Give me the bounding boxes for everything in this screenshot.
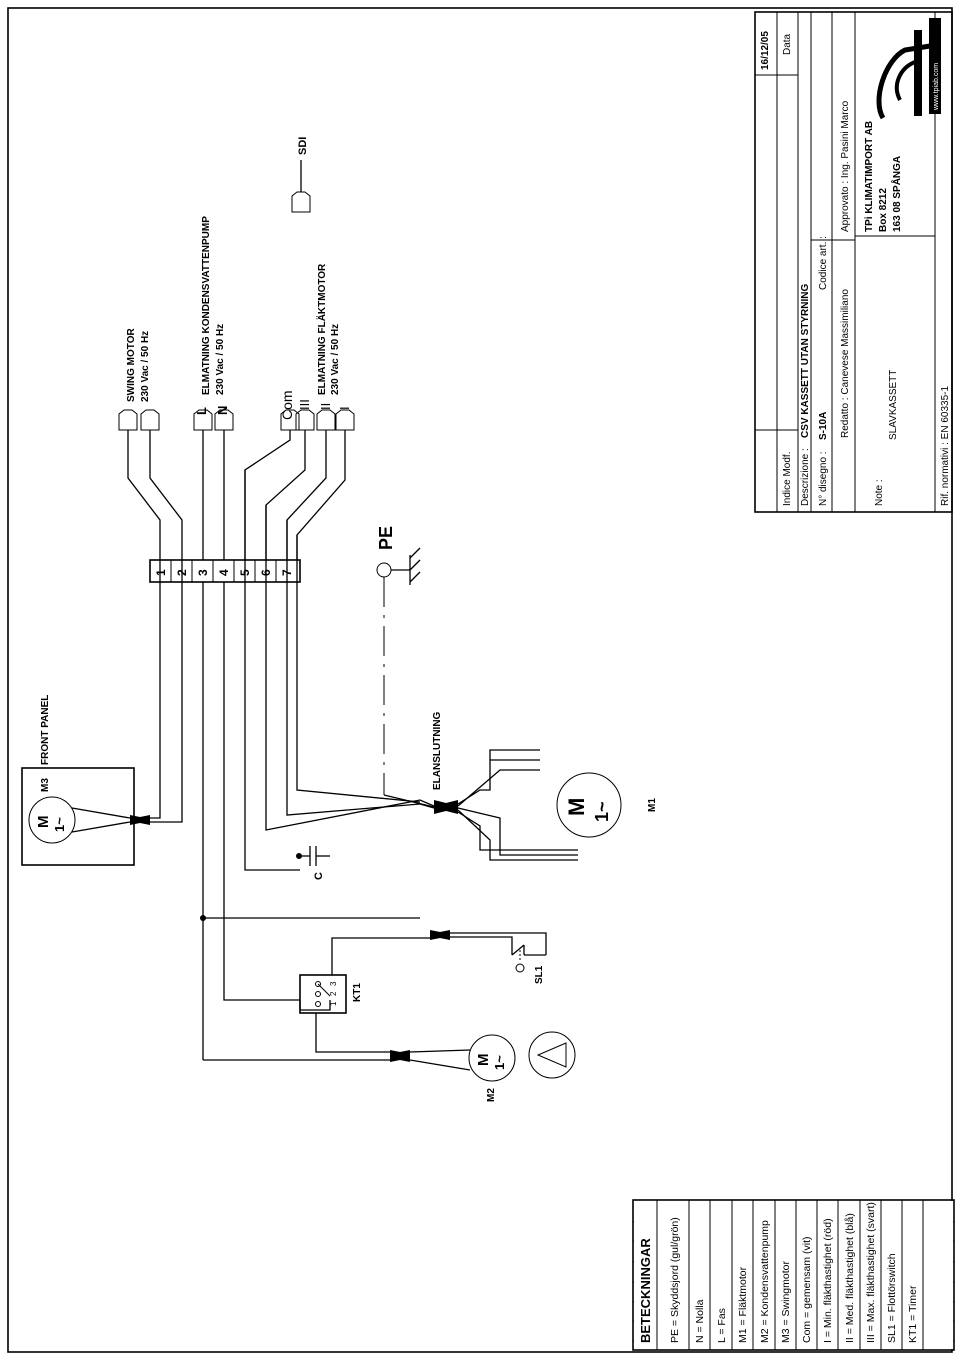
pe-label: PE	[376, 526, 396, 550]
m2-label: M2	[486, 1088, 497, 1102]
m1-motor-tilde: 1~	[592, 801, 612, 822]
legend-item: M3 = Swingmotor	[780, 1261, 792, 1343]
swing-motor-label: SWING MOTOR	[126, 328, 137, 402]
conductor-I: I	[337, 406, 352, 410]
kt1-timer: 1 2 3 KT1	[299, 974, 363, 1014]
legend-item: I = Min. fläkthastighet (röd)	[822, 1218, 834, 1343]
tb-descrizione-label: Descrizione :	[800, 448, 811, 506]
top-connectors	[118, 160, 355, 431]
capacitor-c: C	[296, 846, 330, 880]
tb-redatto: Redatto : Canevese Massimiliano	[840, 289, 851, 438]
terminal-number: 2	[175, 569, 189, 576]
conductor-L: L	[194, 407, 209, 415]
title-block: 16/12/05 Data Indice Modf. Descrizione :…	[754, 11, 953, 513]
tb-indice-label: Indice Modf.	[782, 452, 793, 506]
m1-connector	[244, 470, 578, 871]
tpi-logo: www.tpiab.com	[876, 18, 941, 120]
tb-disegno: S-10A	[818, 412, 829, 440]
terminal-block: 1 2 3 4 5 6 7	[149, 559, 301, 583]
kt1-terminal: 3	[329, 981, 338, 986]
tb-note: SLAVKASSETT	[888, 370, 899, 440]
legend-item: Com = gemensam (vit)	[801, 1237, 813, 1344]
legend-item: III = Max. fläkthastighet (svart)	[865, 1202, 877, 1343]
tb-company-box: Box 8212	[878, 188, 889, 232]
m3-motor-symbol	[28, 796, 76, 844]
conductor-N: N	[215, 406, 230, 415]
m1-motor-symbol	[556, 772, 622, 838]
tb-approvato: Approvato : Ing. Pasini Marco	[840, 100, 851, 232]
lower-circuit: SL1	[200, 582, 547, 1060]
tb-rif: Rif. normativi : EN 60335-1	[940, 386, 951, 506]
front-panel-label: FRONT PANEL	[40, 695, 51, 765]
legend-item: M2 = Kondensvattenpump	[759, 1220, 771, 1343]
elanslutning-label: ELANSLUTNING	[432, 711, 443, 790]
tb-logo-url: www.tpiab.com	[933, 63, 940, 111]
tb-note-label: Note :	[874, 479, 885, 506]
legend-table: BETECKNINGAR PE = Skyddsjord (gul/grön) …	[632, 1199, 955, 1351]
terminal-number: 3	[196, 569, 210, 576]
tb-disegno-label: N° disegno :	[818, 451, 829, 506]
capacitor-label: C	[313, 872, 325, 880]
kt1-label: KT1	[352, 983, 363, 1002]
m3-motor-tilde: 1~	[52, 817, 67, 832]
m3-connector	[130, 560, 183, 825]
legend-item: N = Nolla	[694, 1299, 706, 1343]
pump-supply: 230 Vac / 50 Hz	[215, 324, 226, 395]
m1-motor-m: M	[564, 798, 589, 816]
tb-company-city: 163 08 SPÅNGA	[890, 156, 903, 232]
m2-pump: M 1~	[203, 1013, 576, 1082]
pump-label: ELMATNING KONDENSVATTENPUMP	[201, 216, 212, 395]
fan-supply: 230 Vac / 50 Hz	[330, 324, 341, 395]
m1-motor: M 1~	[556, 772, 622, 838]
drawing-frame	[7, 7, 953, 1353]
m2-motor-m: M	[475, 1054, 492, 1067]
legend-item: KT1 = Timer	[907, 1285, 919, 1343]
tb-company-name: TPi KLIMATIMPORT AB	[864, 121, 875, 232]
swing-motor-supply: 230 Vac / 50 Hz	[140, 331, 151, 402]
legend-item: SL1 = Flottörswitch	[886, 1253, 898, 1343]
m3-motor-m: M	[35, 816, 52, 829]
m3-label: M3	[40, 778, 51, 792]
fan-label: ELMATNING FLÄKTMOTOR	[315, 263, 328, 395]
sl1-label: SL1	[534, 965, 545, 984]
conductor-III: III	[297, 399, 312, 410]
pump-symbol	[528, 1031, 576, 1079]
tb-data-label: Data	[782, 33, 793, 55]
sdi-label: SDI	[297, 137, 309, 155]
front-panel: FRONT PANEL M3 M 1~	[21, 695, 135, 866]
legend-title: BETECKNINGAR	[638, 1238, 653, 1343]
legend-item: II = Med. fläkthastighet (blå)	[844, 1213, 856, 1343]
legend-item: M1 = Fläktmotor	[737, 1266, 749, 1343]
m2-motor-tilde: 1~	[492, 1055, 507, 1070]
terminal-number: 4	[217, 569, 231, 576]
m2-motor-symbol	[468, 1034, 516, 1082]
tb-date: 16/12/05	[760, 31, 771, 70]
kt1-terminal: 1	[329, 1001, 338, 1006]
legend-item: L = Fas	[716, 1308, 728, 1343]
conductor-com: Com	[279, 390, 295, 420]
tb-codice-label: Codice art. :	[818, 236, 829, 290]
tb-descrizione: CSV KASSETT UTAN STYRNING	[800, 284, 811, 438]
pe-ground: PE	[376, 526, 421, 795]
upper-wires	[127, 430, 346, 560]
legend-item: PE = Skyddsjord (gul/grön)	[669, 1217, 681, 1343]
m1-label: M1	[647, 798, 658, 812]
conductor-II: II	[318, 403, 333, 410]
terminal-number: 1	[154, 569, 168, 576]
kt1-terminal: 2	[329, 991, 338, 996]
